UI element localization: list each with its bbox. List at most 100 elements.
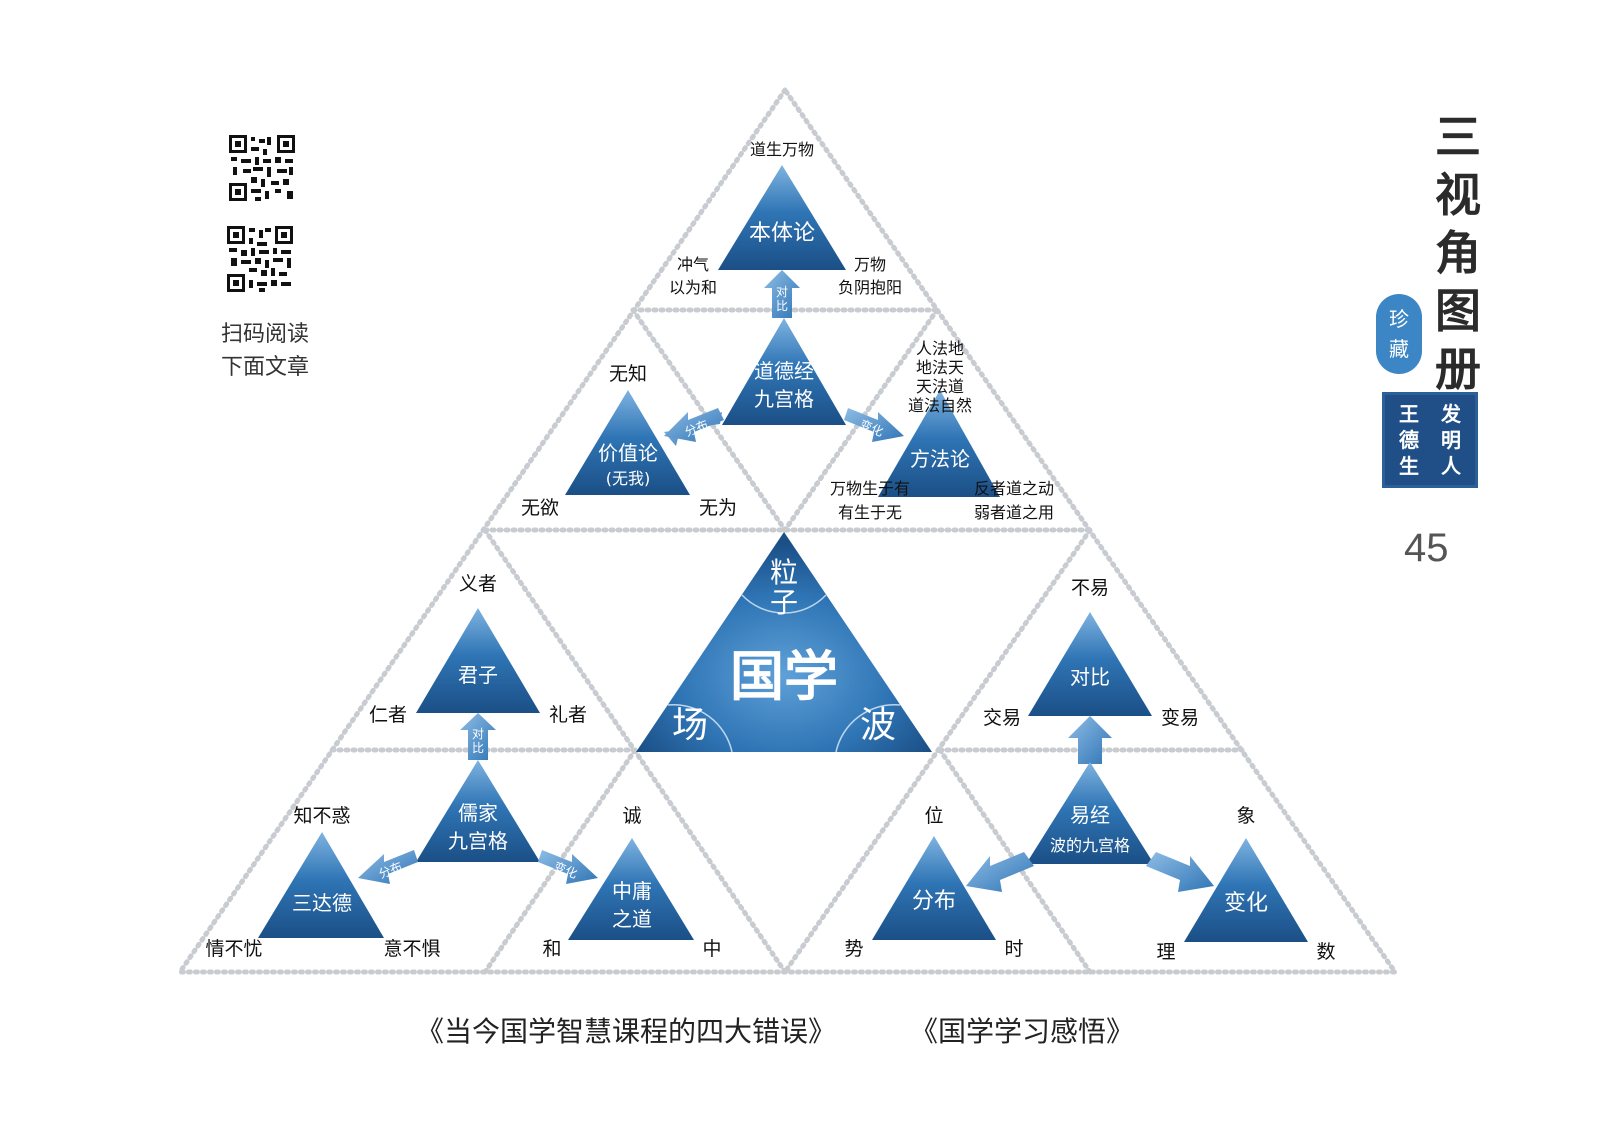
rujia-title-1: 儒家 (458, 801, 498, 825)
guoxue-group: 粒 子 国学 场 波 (636, 532, 932, 753)
value-right-label: 无为 (699, 497, 737, 519)
method-left-label-1: 万物生于有 (830, 479, 910, 498)
contrast-arrow-top-label-1: 对 (776, 285, 788, 299)
yijing-group: 易经 波的九宫格 (1026, 762, 1154, 864)
qr-code-1[interactable] (229, 135, 295, 201)
dotted-grid (175, 87, 1400, 975)
article-link-right[interactable]: 《国学学习感悟》 (910, 1015, 1135, 1048)
book-title-char: 角 (1435, 226, 1481, 280)
rujia-triangle (416, 760, 540, 862)
ontology-group: 本体论 道生万物 冲气 以为和 万物 负阴抱阳 (669, 140, 902, 297)
change-arrow-top: 变化 (844, 408, 904, 442)
method-left-label-2: 有生于无 (838, 503, 902, 522)
method-triangle (878, 390, 1000, 497)
sanda-left-label: 情不忧 (205, 938, 262, 960)
bianhua-right-label: 数 (1316, 941, 1335, 963)
book-title-char: 册 (1435, 342, 1481, 396)
ontology-left-label-2: 以为和 (669, 278, 717, 297)
duibi-title: 对比 (1070, 665, 1110, 689)
duibi-right-label: 变易 (1161, 707, 1199, 729)
zhongyong-top-label: 诚 (622, 805, 641, 827)
zhongyong-title-1: 中庸 (612, 879, 652, 903)
field-label: 场 (672, 705, 708, 746)
method-group: 方法论 人法地 地法天 天法道 道法自然 万物生于有 有生于无 反者道之动 弱者… (830, 339, 1054, 522)
method-right-label-1: 反者道之动 (974, 479, 1054, 498)
distribute-arrow-left: 分布 (358, 850, 418, 884)
inventor-seal: 发 明 人 王 德 生 (1382, 392, 1478, 488)
ontology-triangle (718, 165, 846, 270)
value-title-1: 价值论 (598, 441, 658, 465)
seal-char: 德 (1399, 428, 1419, 452)
seal-char: 人 (1441, 454, 1461, 478)
sanda-title: 三达德 (292, 891, 352, 915)
book-title-char: 三 (1435, 110, 1481, 164)
fenbu-triangle (872, 836, 996, 940)
sanda-triangle (258, 832, 384, 938)
yijing-title-1: 易经 (1070, 803, 1110, 827)
duibi-left-label: 交易 (983, 707, 1021, 729)
contrast-arrow-left-label-2: 比 (472, 741, 484, 755)
junzi-title: 君子 (458, 663, 498, 687)
rujia-group: 儒家 九宫格 (416, 760, 540, 862)
change-arrow-right (1146, 852, 1214, 892)
zhongyong-group: 中庸 之道 诚 和 中 (542, 805, 721, 960)
method-top-label-4: 道法自然 (908, 396, 972, 415)
bianhua-triangle (1184, 838, 1308, 942)
qr-scan-label: 扫码阅读 下面文章 (210, 318, 320, 384)
qr-code-2[interactable] (227, 226, 293, 292)
zhongyong-triangle (568, 838, 694, 940)
sanda-right-label: 意不惧 (383, 938, 440, 960)
sanda-top-label: 知不惑 (293, 805, 350, 827)
value-group: 价值论 (无我) 无知 无欲 无为 (521, 363, 737, 519)
daodejing-triangle (722, 318, 846, 425)
daodejing-group: 道德经 九宫格 (722, 318, 846, 425)
method-title: 方法论 (910, 447, 970, 471)
contrast-arrow-top: 对 比 (764, 270, 800, 318)
ontology-title: 本体论 (749, 221, 815, 246)
ontology-right-label-2: 负阴抱阳 (838, 278, 902, 297)
wave-label: 波 (860, 705, 896, 746)
book-title: 三 视 角 图 册 (1428, 108, 1488, 398)
collection-badge: 珍 藏 (1376, 294, 1422, 374)
bianhua-top-label: 象 (1236, 805, 1255, 827)
collection-badge-char: 藏 (1389, 337, 1409, 361)
guoxue-triangle (636, 532, 932, 752)
fenbu-right-label: 时 (1004, 938, 1023, 960)
article-link-left[interactable]: 《当今国学智慧课程的四大错误》 (416, 1015, 837, 1048)
fenbu-top-label: 位 (924, 805, 943, 827)
method-top-label-1: 人法地 (916, 339, 964, 358)
seal-char: 发 (1441, 402, 1461, 426)
duibi-top-label: 不易 (1071, 577, 1109, 599)
sanda-group: 三达德 知不惑 情不忧 意不惧 (205, 805, 440, 960)
duibi-triangle (1028, 612, 1152, 716)
contrast-arrow-right (1068, 716, 1112, 764)
value-left-label: 无欲 (521, 497, 559, 519)
junzi-right-label: 礼者 (549, 704, 587, 726)
junzi-top-label: 义者 (459, 573, 497, 595)
contrast-arrow-left-label-1: 对 (472, 727, 484, 741)
bianhua-left-label: 理 (1156, 941, 1175, 963)
book-title-char: 视 (1435, 168, 1481, 222)
junzi-triangle (416, 608, 540, 713)
contrast-arrow-left: 对 比 (460, 713, 496, 760)
page-number: 45 (1404, 526, 1449, 570)
method-top-label-2: 地法天 (916, 358, 964, 377)
value-triangle (565, 390, 690, 495)
value-title-2: (无我) (606, 469, 651, 488)
seal-char: 生 (1399, 454, 1419, 478)
method-top-label-3: 天法道 (916, 377, 964, 396)
seal-char: 明 (1441, 428, 1461, 452)
daodejing-title-1: 道德经 (754, 359, 814, 383)
daodejing-title-2: 九宫格 (754, 387, 814, 411)
ontology-left-label-1: 冲气 (677, 255, 709, 274)
zhongyong-left-label: 和 (542, 938, 561, 960)
bianhua-title: 变化 (1224, 891, 1268, 916)
particle-label-2: 子 (770, 586, 798, 619)
fenbu-title: 分布 (912, 889, 956, 914)
qr-scan-label-line2: 下面文章 (220, 355, 309, 380)
collection-badge-char: 珍 (1389, 307, 1409, 331)
qr-scan-label-line1: 扫码阅读 (220, 322, 309, 347)
yijing-triangle (1026, 762, 1154, 864)
rujia-title-2: 九宫格 (448, 829, 508, 853)
